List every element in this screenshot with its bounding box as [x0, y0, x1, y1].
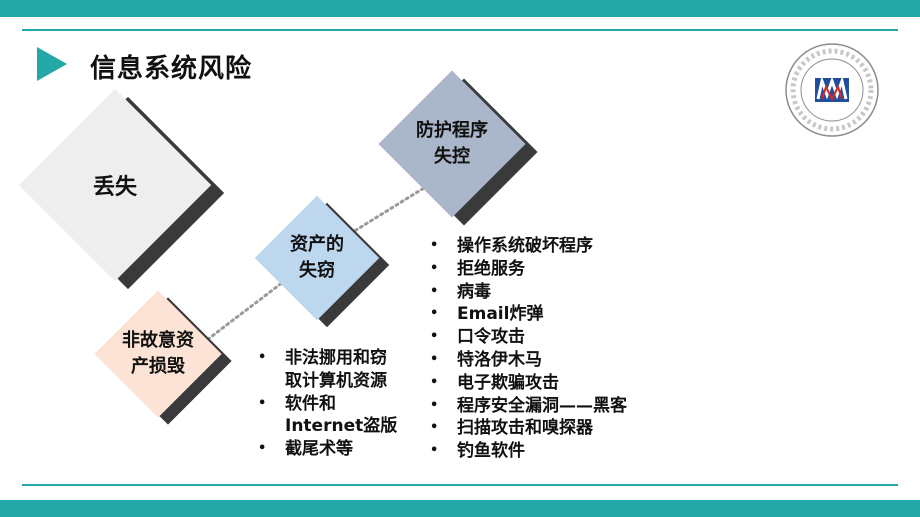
- theft-examples-list: 非法挪用和窃 取计算机资源 软件和 Internet盗版 截尾术等: [258, 347, 418, 461]
- list-item: 截尾术等: [258, 438, 418, 461]
- slide-title: 信息系统风险: [90, 54, 253, 84]
- title-triangle-icon: [37, 47, 67, 81]
- top-accent-bar: [0, 0, 920, 17]
- list-item: 非法挪用和窃 取计算机资源: [258, 347, 418, 393]
- loss-label: 丢失: [92, 175, 137, 200]
- institute-logo: [785, 43, 879, 137]
- list-item: 拒绝服务: [430, 258, 680, 281]
- bottom-accent-bar: [0, 500, 920, 517]
- asset-theft-label: 资产的 失窃: [290, 234, 344, 281]
- list-item: 扫描攻击和嗅探器: [430, 417, 680, 440]
- list-item: 软件和 Internet盗版: [258, 393, 418, 439]
- defense-failure-label: 防护程序 失控: [416, 120, 488, 167]
- list-item: 程序安全漏洞——黑客: [430, 395, 680, 418]
- accidental-damage-label: 非故意资 产损毁: [122, 330, 194, 377]
- list-item: 电子欺骗攻击: [430, 372, 680, 395]
- list-item: Email炸弹: [430, 303, 680, 326]
- list-item: 钓鱼软件: [430, 440, 680, 463]
- list-item: 口令攻击: [430, 326, 680, 349]
- list-item: 特洛伊木马: [430, 349, 680, 372]
- list-item: 操作系统破坏程序: [430, 235, 680, 258]
- top-divider: [22, 29, 898, 31]
- bottom-divider: [22, 484, 898, 486]
- attack-types-list: 操作系统破坏程序 拒绝服务 病毒 Email炸弹 口令攻击 特洛伊木马 电子欺骗…: [430, 235, 680, 463]
- list-item: 病毒: [430, 281, 680, 304]
